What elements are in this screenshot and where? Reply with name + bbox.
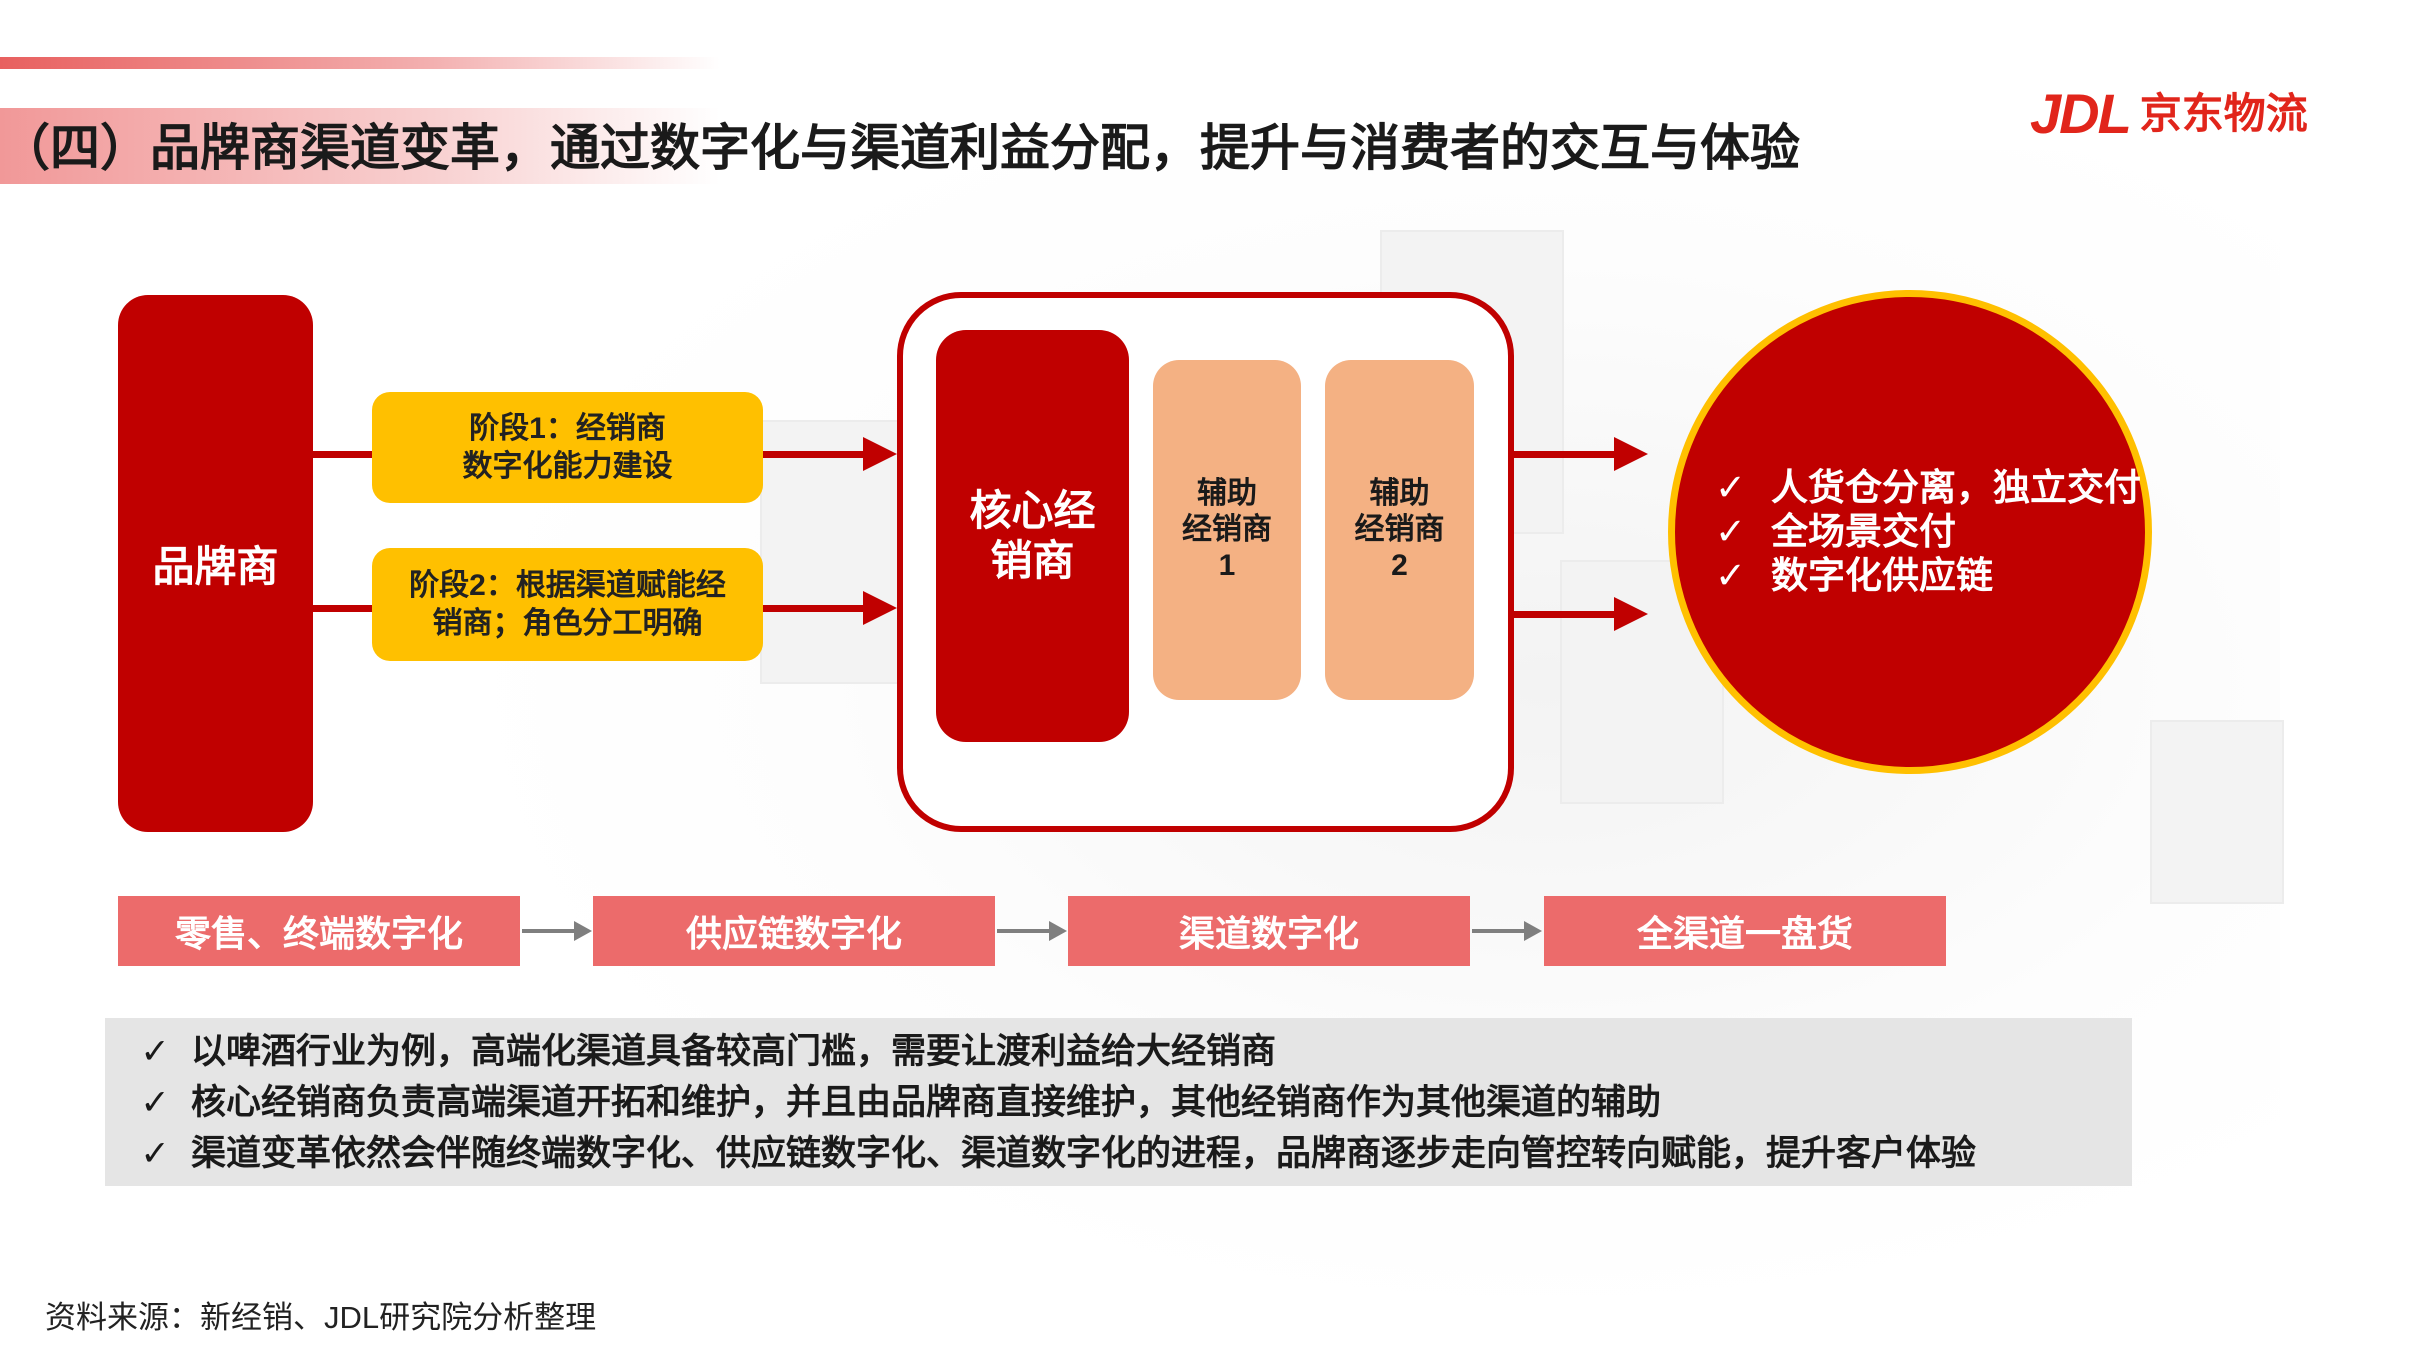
process-step-label: 供应链数字化 <box>686 905 902 957</box>
note-item: ✓以啤酒行业为例，高端化渠道具备较高门槛，需要让渡利益给大经销商 <box>105 1026 2132 1077</box>
note-item: ✓核心经销商负责高端渠道开拓和维护，并且由品牌商直接维护，其他经销商作为其他渠道… <box>105 1077 2132 1128</box>
outcome-text: 数字化供应链 <box>1771 555 1993 596</box>
brand-label: 品牌商 <box>152 533 278 594</box>
process-step-label: 全渠道一盘货 <box>1637 905 1853 957</box>
arrow-out1-head <box>1614 437 1648 471</box>
check-icon: ✓ <box>1715 510 1771 554</box>
note-text: 渠道变革依然会伴随终端数字化、供应链数字化、渠道数字化的进程，品牌商逐步走向管控… <box>191 1134 1976 1173</box>
aux2-line3: 2 <box>1355 548 1445 584</box>
aux2-line2: 经销商 <box>1355 512 1445 548</box>
core-line1: 核心经 <box>969 486 1095 536</box>
process-arrow-2-line <box>997 929 1049 933</box>
process-step-label: 零售、终端数字化 <box>175 905 463 957</box>
process-arrow-3-line <box>1472 929 1524 933</box>
stage1-box: 阶段1：经销商 数字化能力建设 <box>372 392 763 503</box>
check-icon: ✓ <box>119 1128 191 1179</box>
stage1-line2: 数字化能力建设 <box>463 448 673 486</box>
outcome-text: 人货仓分离，独立交付 <box>1771 467 2141 508</box>
process-arrow-1-line <box>522 929 574 933</box>
stage2-box: 阶段2：根据渠道赋能经 销商；角色分工明确 <box>372 548 763 661</box>
outcome-item: ✓人货仓分离，独立交付 <box>1715 466 2141 510</box>
outcome-circle: ✓人货仓分离，独立交付 ✓全场景交付 ✓数字化供应链 <box>1668 290 2152 774</box>
stage1-line1: 阶段1：经销商 <box>463 410 673 448</box>
jdl-logo: JDL 京东物流 <box>2030 84 2308 144</box>
note-text: 以啤酒行业为例，高端化渠道具备较高门槛，需要让渡利益给大经销商 <box>191 1032 1276 1071</box>
process-arrow-1-head <box>574 921 592 941</box>
process-step-label: 渠道数字化 <box>1179 905 1359 957</box>
header-accent-line <box>0 57 720 69</box>
aux1-line2: 经销商 <box>1182 512 1272 548</box>
note-item: ✓渠道变革依然会伴随终端数字化、供应链数字化、渠道数字化的进程，品牌商逐步走向管… <box>105 1128 2132 1179</box>
background-building <box>2150 720 2284 904</box>
process-step-2: 供应链数字化 <box>593 896 995 966</box>
stage2-line2: 销商；角色分工明确 <box>409 605 726 643</box>
page-title: （四）品牌商渠道变革，通过数字化与渠道利益分配，提升与消费者的交互与体验 <box>0 110 1800 186</box>
logo-mark: JDL <box>2030 84 2130 144</box>
aux1-line1: 辅助 <box>1182 476 1272 512</box>
connector-brand-stage2 <box>313 605 372 612</box>
outcome-list: ✓人货仓分离，独立交付 ✓全场景交付 ✓数字化供应链 <box>1715 466 2141 598</box>
check-icon: ✓ <box>1715 554 1771 598</box>
process-arrow-3-head <box>1524 921 1542 941</box>
arrow-stage2-line <box>763 605 863 612</box>
process-step-3: 渠道数字化 <box>1068 896 1470 966</box>
arrow-out1-line <box>1514 451 1614 458</box>
core-distributor-box: 核心经 销商 <box>936 330 1129 742</box>
arrow-stage1-line <box>763 451 863 458</box>
check-icon: ✓ <box>1715 466 1771 510</box>
connector-brand-stage1 <box>313 451 372 458</box>
process-step-4: 全渠道一盘货 <box>1544 896 1946 966</box>
arrow-stage2-head <box>863 591 897 625</box>
process-step-1: 零售、终端数字化 <box>118 896 520 966</box>
brand-box: 品牌商 <box>118 295 313 832</box>
stage2-line1: 阶段2：根据渠道赋能经 <box>409 567 726 605</box>
aux2-line1: 辅助 <box>1355 476 1445 512</box>
note-text: 核心经销商负责高端渠道开拓和维护，并且由品牌商直接维护，其他经销商作为其他渠道的… <box>191 1083 1661 1122</box>
arrow-out2-line <box>1514 611 1614 618</box>
core-line2: 销商 <box>969 536 1095 586</box>
outcome-item: ✓数字化供应链 <box>1715 554 2141 598</box>
process-arrow-2-head <box>1049 921 1067 941</box>
aux-distributor-2-box: 辅助 经销商 2 <box>1325 360 1474 700</box>
aux-distributor-1-box: 辅助 经销商 1 <box>1153 360 1301 700</box>
outcome-item: ✓全场景交付 <box>1715 510 2141 554</box>
notes-panel: ✓以啤酒行业为例，高端化渠道具备较高门槛，需要让渡利益给大经销商 ✓核心经销商负… <box>105 1018 2132 1186</box>
arrow-stage1-head <box>863 437 897 471</box>
source-note: 资料来源：新经销、JDL研究院分析整理 <box>45 1292 596 1337</box>
check-icon: ✓ <box>119 1026 191 1077</box>
aux1-line3: 1 <box>1182 548 1272 584</box>
check-icon: ✓ <box>119 1077 191 1128</box>
arrow-out2-head <box>1614 597 1648 631</box>
logo-text: 京东物流 <box>2140 84 2308 144</box>
outcome-text: 全场景交付 <box>1771 511 1956 552</box>
